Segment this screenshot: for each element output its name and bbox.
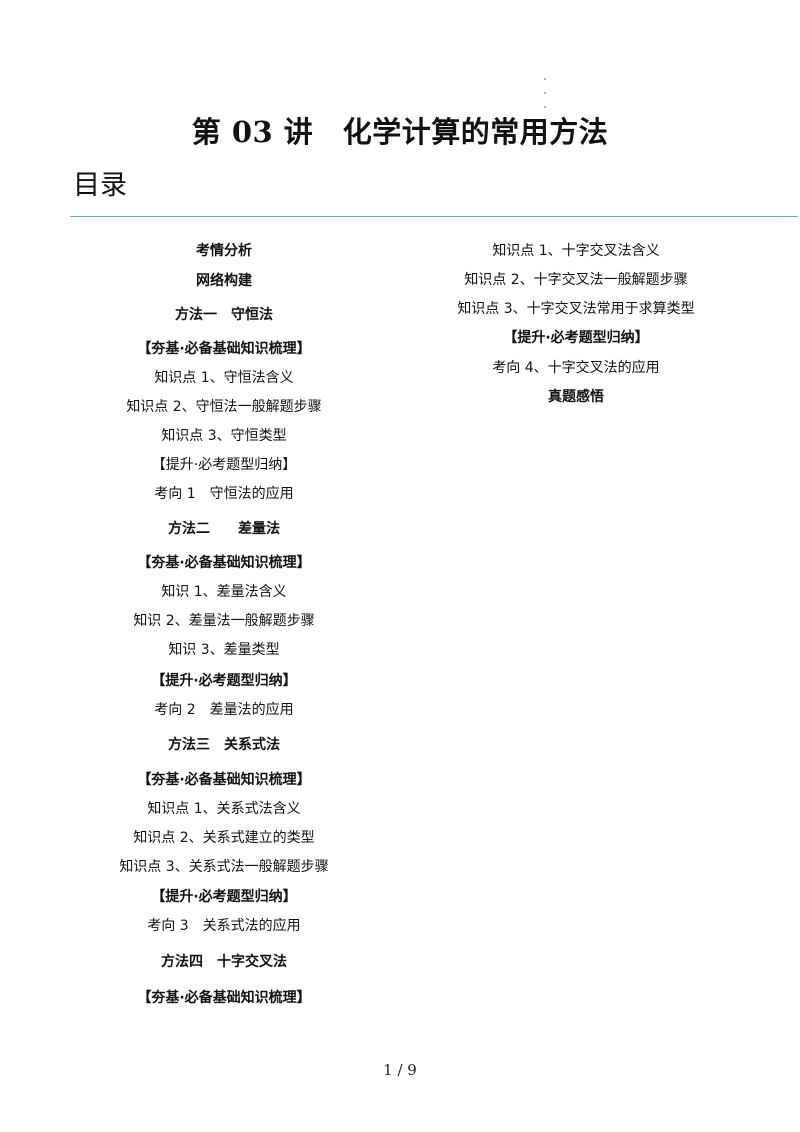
toc-entry[interactable]: 【提升·必考题型归纳】	[151, 889, 297, 905]
toc-right-column: 知识点 1、十字交叉法含义知识点 2、十字交叉法一般解题步骤知识点 3、十字交叉…	[400, 0, 752, 1132]
toc-heading: 目录	[73, 170, 127, 201]
toc-entry[interactable]: 真题感悟	[548, 389, 604, 405]
toc-entry[interactable]: 【提升·必考题型归纳】	[151, 673, 297, 689]
toc-entry[interactable]: 知识点 3、守恒类型	[161, 428, 287, 444]
toc-entry[interactable]: 方法三 关系式法	[168, 737, 280, 753]
decorative-dot	[544, 106, 546, 108]
toc-entry[interactable]: 知识点 3、关系式法一般解题步骤	[119, 859, 329, 875]
toc-entry[interactable]: 【夯基·必备基础知识梳理】	[137, 772, 311, 788]
toc-entry[interactable]: 知识点 2、十字交叉法一般解题步骤	[464, 272, 688, 288]
toc-entry[interactable]: 知识 1、差量法含义	[161, 584, 287, 600]
toc-entry[interactable]: 【夯基·必备基础知识梳理】	[137, 990, 311, 1006]
toc-entry[interactable]: 考向 1 守恒法的应用	[154, 486, 294, 502]
toc-entry[interactable]: 知识 2、差量法一般解题步骤	[133, 613, 315, 629]
toc-entry[interactable]: 知识点 2、守恒法一般解题步骤	[126, 399, 322, 415]
toc-entry[interactable]: 【提升·必考题型归纳】	[503, 330, 649, 346]
toc-entry[interactable]: 知识 3、差量类型	[168, 642, 280, 658]
toc-entry[interactable]: 知识点 1、十字交叉法含义	[492, 243, 660, 259]
toc-entry[interactable]: 考情分析	[196, 243, 252, 259]
toc-entry[interactable]: 网络构建	[196, 273, 252, 289]
decorative-dot	[544, 92, 546, 94]
toc-divider	[70, 216, 798, 217]
toc-entry[interactable]: 【夯基·必备基础知识梳理】	[137, 341, 311, 357]
toc-entry[interactable]: 考向 3 关系式法的应用	[147, 918, 301, 934]
toc-left-column: 考情分析网络构建方法一 守恒法【夯基·必备基础知识梳理】知识点 1、守恒法含义知…	[119, 243, 329, 1006]
toc-entry[interactable]: 方法四 十字交叉法	[161, 954, 287, 970]
toc-entry[interactable]: 【提升·必考题型归纳】	[151, 457, 297, 473]
toc-entry[interactable]: 知识点 2、关系式建立的类型	[133, 830, 315, 846]
page-number: 1 / 9	[383, 1061, 417, 1079]
toc-entry[interactable]: 【夯基·必备基础知识梳理】	[137, 555, 311, 571]
toc-entry[interactable]: 知识点 1、关系式法含义	[147, 801, 301, 817]
toc-entry[interactable]: 知识点 3、十字交叉法常用于求算类型	[457, 301, 695, 317]
toc-entry[interactable]: 方法一 守恒法	[175, 307, 273, 323]
toc-entry[interactable]: 方法二 差量法	[168, 521, 280, 537]
toc-entry[interactable]: 考向 2 差量法的应用	[154, 702, 294, 718]
decorative-dot	[544, 78, 546, 80]
toc-entry[interactable]: 考向 4、十字交叉法的应用	[492, 360, 660, 376]
toc-entry[interactable]: 知识点 1、守恒法含义	[154, 370, 294, 386]
document-title: 第 03 讲 化学计算的常用方法	[191, 115, 609, 149]
